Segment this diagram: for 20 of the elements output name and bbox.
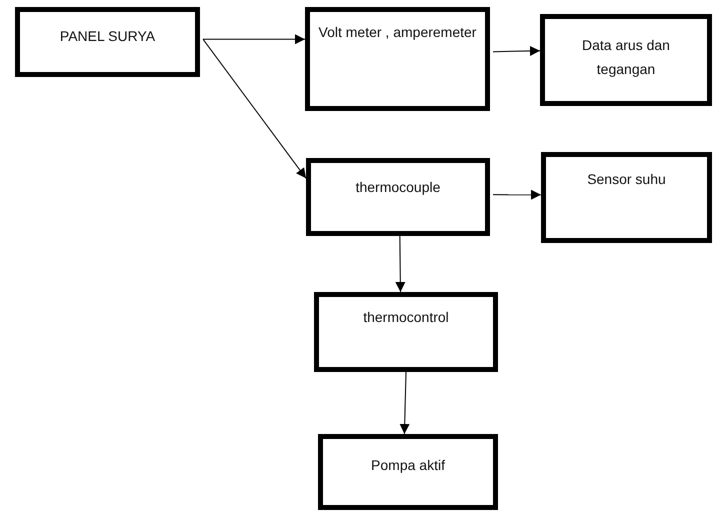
- box-label: Sensor suhu: [586, 170, 667, 189]
- arrow: [202, 38, 306, 179]
- process-box: [314, 292, 498, 372]
- process-box: [15, 7, 200, 77]
- arrow: [400, 372, 410, 434]
- process-box: [306, 158, 490, 236]
- box-label: PANEL SURYA: [58, 27, 156, 46]
- process-box: [541, 152, 712, 243]
- box-label: Volt meter , amperemeter: [318, 23, 478, 42]
- box-label: Pompa aktif: [370, 456, 446, 475]
- arrow: [492, 46, 540, 56]
- arrow: [202, 34, 306, 44]
- process-box: [305, 7, 490, 111]
- box-label: Data arus dan tegangan: [581, 36, 671, 79]
- arrow: [492, 190, 542, 200]
- process-box: [318, 434, 498, 510]
- box-label: thermocontrol: [362, 308, 450, 327]
- arrow: [395, 236, 406, 292]
- box-label: thermocouple: [354, 178, 442, 197]
- process-box: [540, 14, 712, 106]
